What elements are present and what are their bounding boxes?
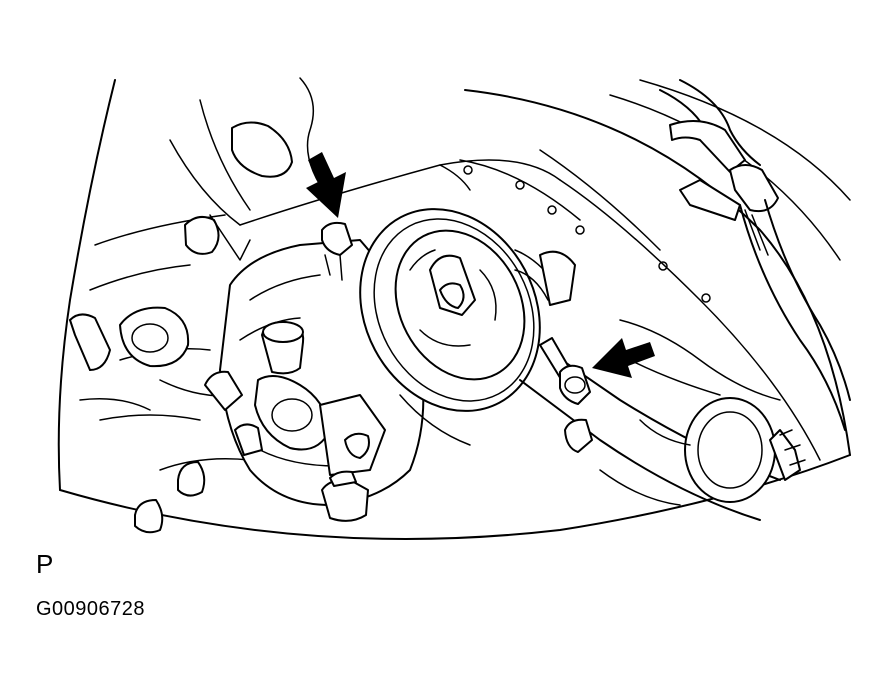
- pressure-hose: [659, 79, 851, 431]
- arrow-upper-bolt: [306, 152, 346, 218]
- body-panel: [89, 77, 821, 471]
- right-engine-components: [599, 319, 806, 506]
- view-label: P: [36, 549, 54, 579]
- arrow-right-bolt: [592, 338, 655, 378]
- pump-pulley: [359, 208, 541, 412]
- adjusting-bracket: [514, 249, 593, 453]
- left-engine-components: [69, 214, 251, 534]
- figure-code: G00906728: [36, 598, 146, 620]
